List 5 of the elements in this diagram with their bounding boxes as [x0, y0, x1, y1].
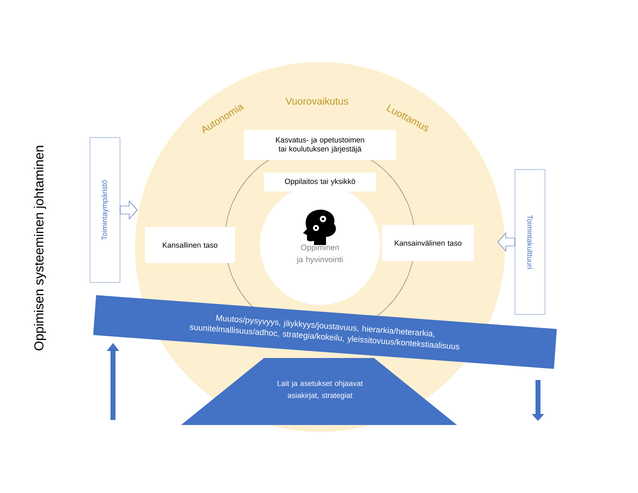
hollow-arrow	[497, 232, 516, 252]
title: Oppimisen systeeminen johtaminen	[34, 146, 46, 350]
tilted-band: Muutos/pysyvyys, jäykkyys/joustavuus, hierarkia/heterarkia, suunitelmallisuus/adhoc, strategia/kokeilu, yleissitovuus/kontekstiaalisuus	[93, 295, 557, 369]
hollow-arrow	[120, 200, 138, 220]
circle-label: Vuorovaikutus	[286, 97, 348, 105]
